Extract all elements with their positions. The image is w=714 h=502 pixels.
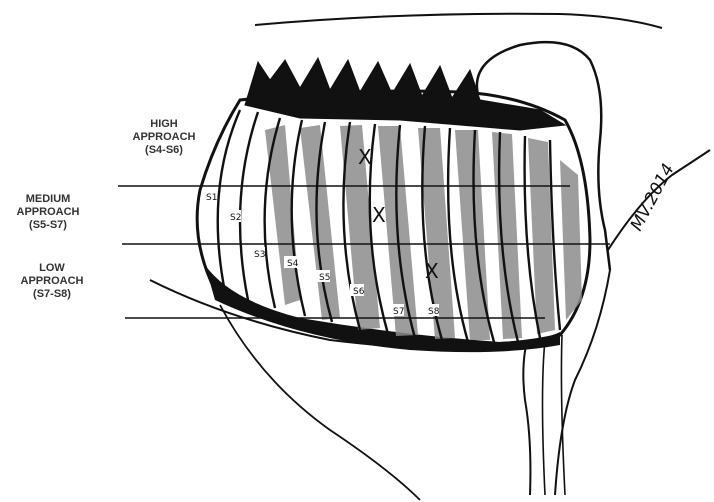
segment-label: S2 xyxy=(230,213,241,223)
back-contour-line xyxy=(255,14,662,28)
marker-high: X xyxy=(358,145,372,169)
low-approach-title-1: LOW xyxy=(12,262,92,275)
low-approach-title-2: APPROACH xyxy=(12,275,92,288)
segment-label: S8 xyxy=(428,307,440,317)
medium-approach-label: MEDIUM APPROACH (S5-S7) xyxy=(2,193,94,232)
segment-label: S4 xyxy=(287,259,299,269)
low-approach-range: (S7-S8) xyxy=(12,288,92,301)
foreleg-outline-back xyxy=(523,330,530,495)
segment-label: S7 xyxy=(393,307,404,317)
low-approach-label: LOW APPROACH (S7-S8) xyxy=(12,262,92,301)
high-approach-range: (S4-S6) xyxy=(120,144,208,157)
marker-low: X xyxy=(425,259,439,283)
foreleg-bone xyxy=(543,335,566,495)
high-approach-label: HIGH APPROACH (S4-S6) xyxy=(120,118,208,157)
artist-signature: MV.2014 xyxy=(627,160,679,234)
segment-label: S1 xyxy=(206,193,217,203)
marker-medium: X xyxy=(372,203,386,227)
medium-approach-title-2: APPROACH xyxy=(2,206,94,219)
high-approach-title-2: APPROACH xyxy=(120,131,208,144)
medium-approach-title-1: MEDIUM xyxy=(2,193,94,206)
segment-label: S3 xyxy=(254,250,265,260)
segment-label: S5 xyxy=(319,273,330,283)
high-approach-title-1: HIGH xyxy=(120,118,208,131)
segment-label: S6 xyxy=(353,287,365,297)
medium-approach-range: (S5-S7) xyxy=(2,219,94,232)
